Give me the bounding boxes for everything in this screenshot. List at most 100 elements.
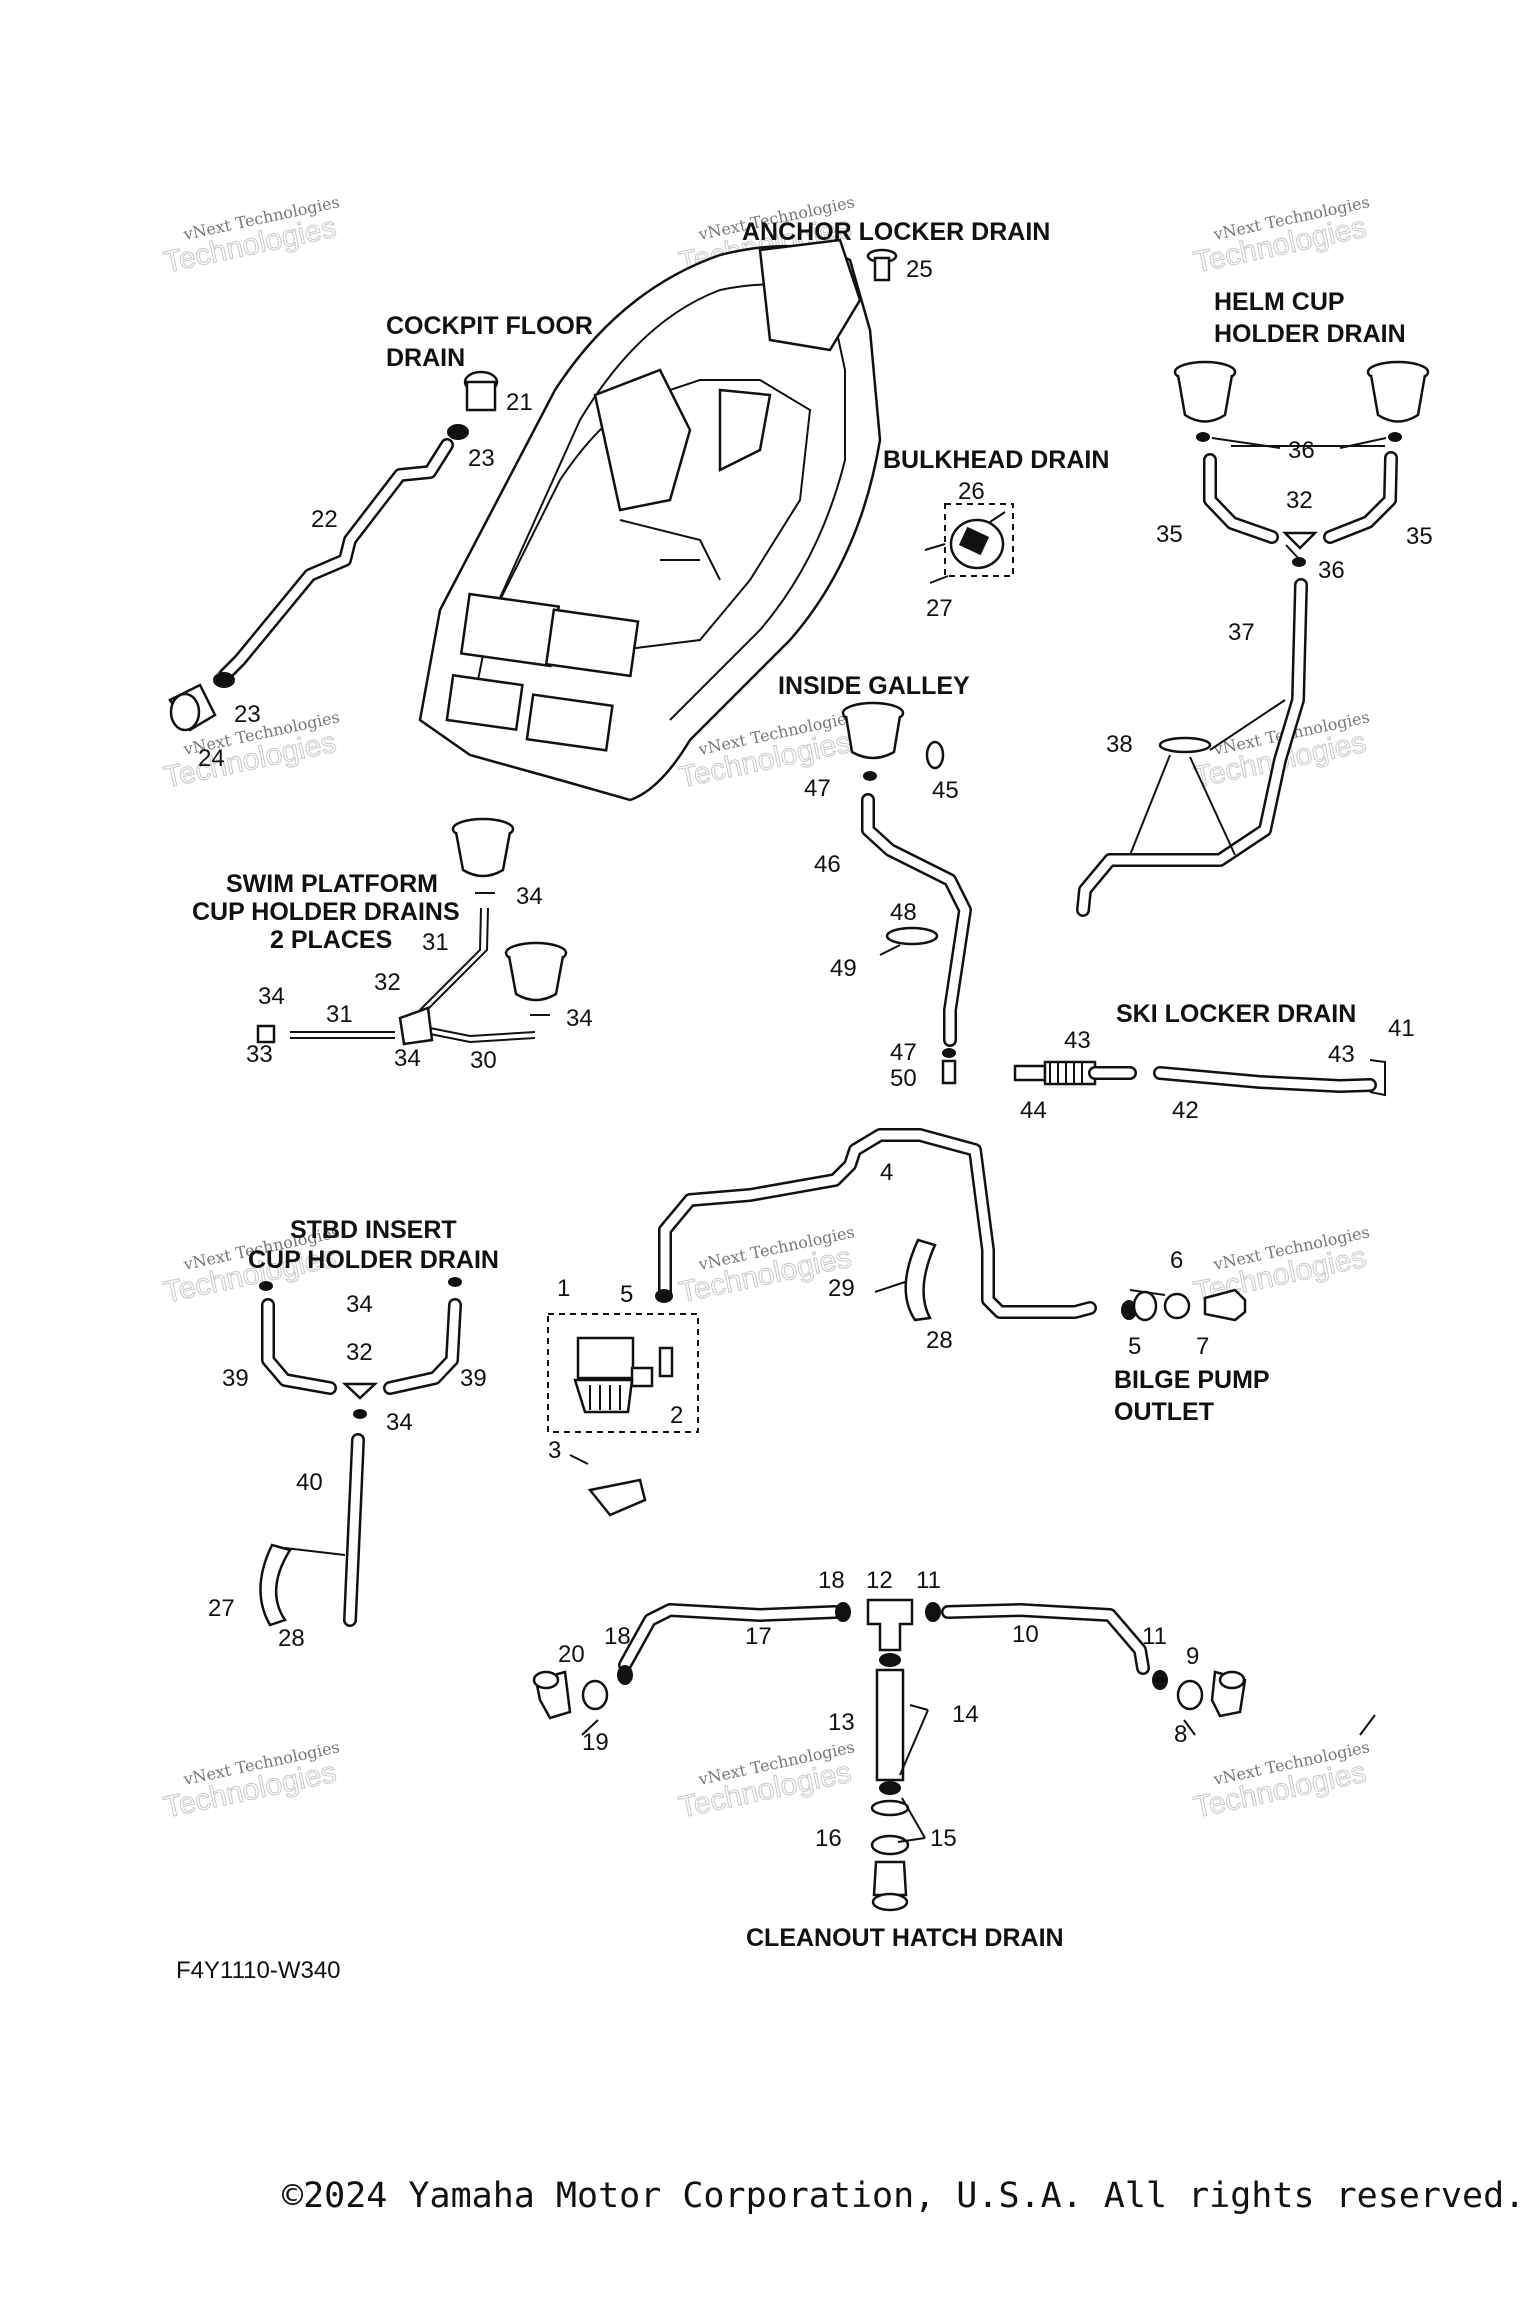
callout-26: 26 bbox=[958, 478, 985, 505]
callout-28b: 28 bbox=[278, 1625, 305, 1652]
section-stbd-insert-1: STBD INSERT bbox=[290, 1216, 457, 1244]
callout-17: 17 bbox=[745, 1623, 772, 1650]
section-bilge-pump-2: OUTLET bbox=[1114, 1398, 1214, 1426]
callout-46: 46 bbox=[814, 851, 841, 878]
callout-34e: 34 bbox=[346, 1291, 373, 1318]
section-helm-cup-2: HOLDER DRAIN bbox=[1214, 320, 1406, 348]
section-bilge-pump-1: BILGE PUMP bbox=[1114, 1366, 1270, 1394]
section-swim-platform-1: SWIM PLATFORM bbox=[226, 870, 438, 898]
ski-locker-drain-assembly bbox=[1013, 1059, 1386, 1097]
watermark: vNext Technologies Technologies bbox=[1190, 1737, 1371, 1825]
callout-32a: 32 bbox=[374, 969, 401, 996]
callout-8: 8 bbox=[1174, 1721, 1187, 1748]
section-inside-galley: INSIDE GALLEY bbox=[778, 672, 970, 700]
bilge-pump-assembly bbox=[547, 1128, 1247, 1517]
section-cockpit-floor-2: DRAIN bbox=[386, 344, 465, 372]
callout-30: 30 bbox=[470, 1047, 497, 1074]
callout-23b: 23 bbox=[234, 701, 261, 728]
callout-35b: 35 bbox=[1406, 523, 1433, 550]
callout-7: 7 bbox=[1196, 1333, 1209, 1360]
callout-29: 29 bbox=[828, 1275, 855, 1302]
callout-43b: 43 bbox=[1328, 1041, 1355, 1068]
helm-cup-holder-drain-assembly bbox=[1076, 360, 1430, 917]
boat-hull-illustration bbox=[418, 238, 882, 802]
diagram-code: F4Y1110-W340 bbox=[176, 1957, 341, 1984]
callout-5a: 5 bbox=[620, 1281, 633, 1308]
section-swim-platform-2: CUP HOLDER DRAINS bbox=[192, 898, 460, 926]
callout-28a: 28 bbox=[926, 1327, 953, 1354]
section-bulkhead: BULKHEAD DRAIN bbox=[883, 446, 1109, 474]
callout-23a: 23 bbox=[468, 445, 495, 472]
callout-35a: 35 bbox=[1156, 521, 1183, 548]
callout-2: 2 bbox=[670, 1402, 683, 1429]
callout-41: 41 bbox=[1388, 1015, 1415, 1042]
callout-34f: 34 bbox=[386, 1409, 413, 1436]
callout-5b: 5 bbox=[1128, 1333, 1141, 1360]
callout-18b: 18 bbox=[604, 1623, 631, 1650]
section-helm-cup-1: HELM CUP bbox=[1214, 288, 1345, 316]
watermark: vNext Technologies Technologies bbox=[160, 192, 341, 280]
callout-27b: 27 bbox=[208, 1595, 235, 1622]
section-cockpit-floor-1: COCKPIT FLOOR bbox=[386, 312, 593, 340]
section-stbd-insert-2: CUP HOLDER DRAIN bbox=[248, 1246, 499, 1274]
callout-31b: 31 bbox=[326, 1001, 353, 1028]
bulkhead-drain-assembly bbox=[924, 503, 1014, 584]
callout-38: 38 bbox=[1106, 731, 1133, 758]
callout-24: 24 bbox=[198, 745, 225, 772]
callout-9: 9 bbox=[1186, 1643, 1199, 1670]
callout-10: 10 bbox=[1012, 1621, 1039, 1648]
watermark: vNext Technologies Technologies bbox=[675, 1737, 856, 1825]
callout-16: 16 bbox=[815, 1825, 842, 1852]
callout-42: 42 bbox=[1172, 1097, 1199, 1124]
inside-galley-assembly bbox=[841, 701, 972, 1085]
callout-48: 48 bbox=[890, 899, 917, 926]
watermark: vNext Technologies Technologies bbox=[1190, 192, 1371, 280]
callout-39b: 39 bbox=[460, 1365, 487, 1392]
section-labels: ANCHOR LOCKER DRAIN COCKPIT FLOOR DRAIN … bbox=[192, 218, 1406, 1952]
section-anchor-locker: ANCHOR LOCKER DRAIN bbox=[742, 218, 1050, 246]
callout-11b: 11 bbox=[1142, 1623, 1167, 1650]
callout-47b: 47 bbox=[890, 1039, 917, 1066]
callout-18a: 18 bbox=[818, 1567, 845, 1594]
callout-49: 49 bbox=[830, 955, 857, 982]
callout-15: 15 bbox=[930, 1825, 957, 1852]
callout-36b: 36 bbox=[1318, 557, 1345, 584]
anchor-locker-drain-part bbox=[866, 248, 898, 282]
callout-19: 19 bbox=[582, 1729, 609, 1756]
watermark: vNext Technologies Technologies bbox=[160, 1737, 341, 1825]
callout-34d: 34 bbox=[566, 1005, 593, 1032]
callout-50: 50 bbox=[890, 1065, 917, 1092]
callout-37: 37 bbox=[1228, 619, 1255, 646]
callout-3: 3 bbox=[548, 1437, 561, 1464]
section-ski-locker: SKI LOCKER DRAIN bbox=[1116, 1000, 1356, 1028]
callout-4: 4 bbox=[880, 1159, 893, 1186]
callout-44: 44 bbox=[1020, 1097, 1047, 1124]
callout-1: 1 bbox=[557, 1275, 570, 1302]
cleanout-hatch-drain-assembly bbox=[532, 1598, 1247, 1912]
callout-6: 6 bbox=[1170, 1247, 1183, 1274]
callout-36a: 36 bbox=[1288, 437, 1315, 464]
callout-47a: 47 bbox=[804, 775, 831, 802]
callout-27a: 27 bbox=[926, 595, 953, 622]
callout-34c: 34 bbox=[394, 1045, 421, 1072]
callout-34a: 34 bbox=[516, 883, 543, 910]
section-cleanout-hatch: CLEANOUT HATCH DRAIN bbox=[746, 1924, 1064, 1952]
copyright-notice: ©2024 Yamaha Motor Corporation, U.S.A. A… bbox=[282, 2176, 1526, 2216]
callout-22: 22 bbox=[311, 506, 338, 533]
callout-33: 33 bbox=[246, 1041, 273, 1068]
callout-12: 12 bbox=[866, 1567, 893, 1594]
callout-43a: 43 bbox=[1064, 1027, 1091, 1054]
swim-platform-drain-assembly bbox=[256, 817, 568, 1046]
callout-32b: 32 bbox=[1286, 487, 1313, 514]
callout-20: 20 bbox=[558, 1641, 585, 1668]
callout-11a: 11 bbox=[916, 1567, 941, 1594]
cockpit-floor-drain-assembly bbox=[168, 370, 499, 732]
callout-numbers: 1 2 3 4 5 5 6 7 8 9 10 11 11 12 13 14 15… bbox=[198, 256, 1433, 1852]
callout-40: 40 bbox=[296, 1469, 323, 1496]
stbd-insert-drain-assembly bbox=[259, 1277, 462, 1627]
section-swim-platform-3: 2 PLACES bbox=[270, 926, 392, 954]
callout-45: 45 bbox=[932, 777, 959, 804]
callout-14: 14 bbox=[952, 1701, 979, 1728]
callout-21: 21 bbox=[506, 389, 533, 416]
